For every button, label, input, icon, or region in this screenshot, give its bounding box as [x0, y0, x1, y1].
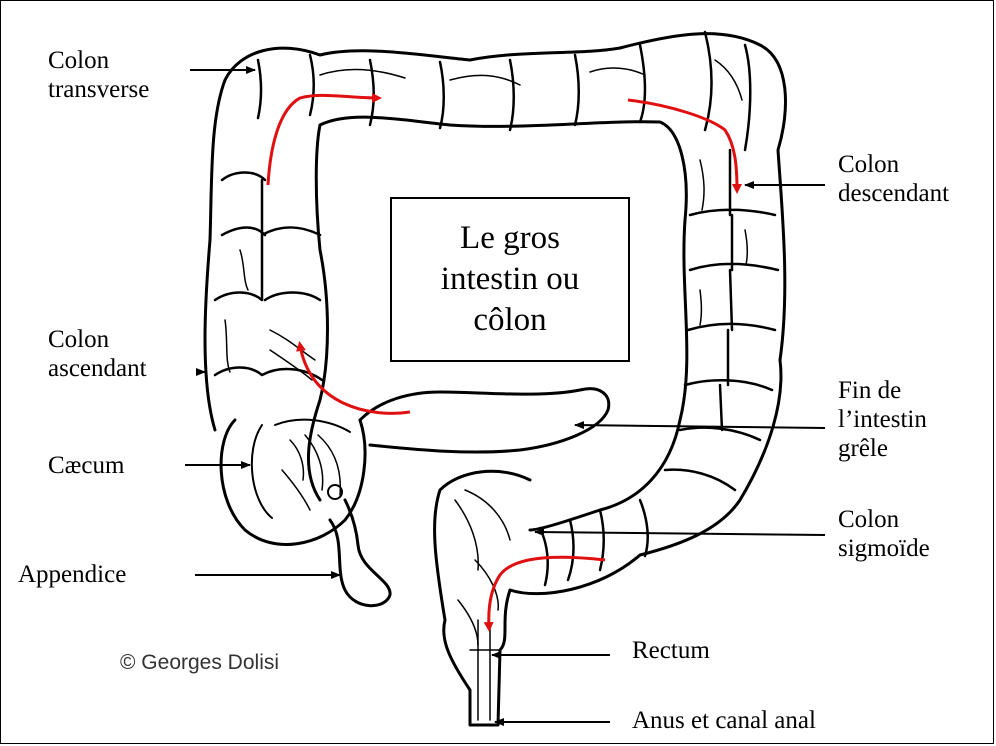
flow-arrow-ascending [268, 95, 378, 185]
title-box: Le gros intestin ou côlon [390, 197, 630, 362]
label-caecum: Cæcum [48, 451, 124, 480]
label-colon-descendant: Colon descendant [838, 150, 949, 208]
label-colon-sigmoide: Colon sigmoïde [838, 505, 930, 563]
flow-arrow-descending [628, 100, 737, 190]
title-line-3: côlon [473, 300, 546, 341]
leader-colon-sigmoide [535, 532, 825, 535]
title-line-1: Le gros [460, 218, 560, 259]
label-anus: Anus et canal anal [632, 706, 816, 735]
label-colon-ascendant: Colon ascendant [48, 325, 147, 383]
appendix-outline [330, 500, 390, 606]
label-fin-intestin-grele: Fin de l’intestin grêle [838, 376, 927, 463]
label-colon-transverse: Colon transverse [48, 46, 149, 104]
colon-outer-wall [205, 34, 785, 725]
copyright-notice: © Georges Dolisi [120, 651, 279, 675]
label-appendice: Appendice [18, 560, 126, 589]
title-line-2: intestin ou [441, 259, 579, 300]
caecum-outline [221, 420, 365, 544]
label-rectum: Rectum [632, 636, 710, 665]
ileum-outline [360, 389, 609, 452]
